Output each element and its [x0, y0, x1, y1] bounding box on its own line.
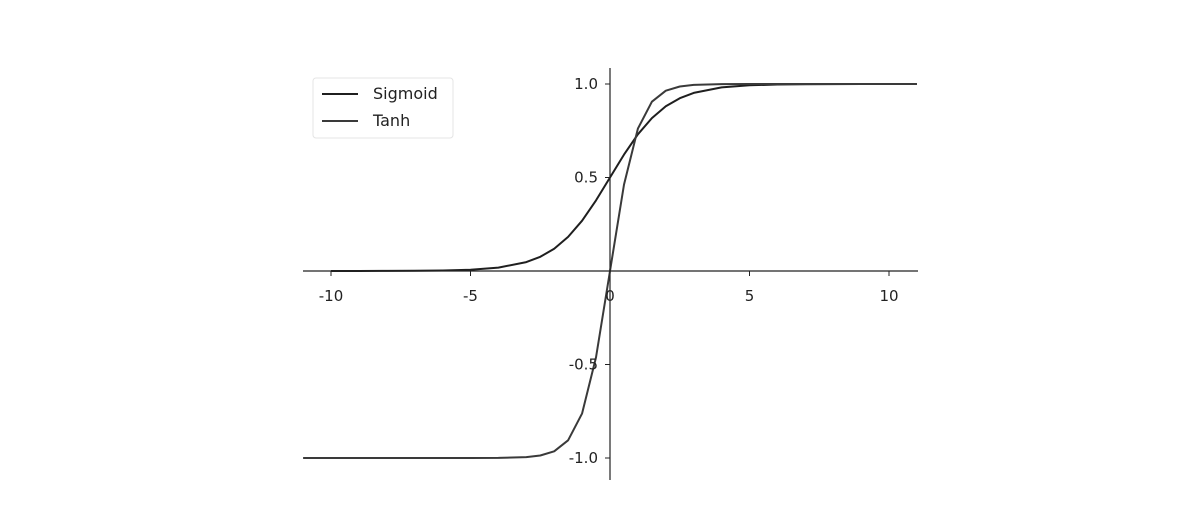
- x-tick-label: 0: [605, 287, 615, 305]
- x-tick-label: 5: [745, 287, 755, 305]
- x-tick-label: -5: [463, 287, 478, 305]
- x-tick-label: -10: [319, 287, 344, 305]
- legend: Sigmoid Tanh: [312, 77, 454, 139]
- legend-label-sigmoid: Sigmoid: [373, 84, 438, 103]
- tick-marks: [330, 83, 890, 459]
- y-tick-label: -1.0: [569, 449, 598, 467]
- tick-labels: -10 -5 0 5 10 -1.0 -0.5 0.5 1.0: [319, 75, 899, 467]
- legend-label-tanh: Tanh: [372, 111, 410, 130]
- y-tick-label: -0.5: [569, 356, 598, 374]
- y-tick-label: 0.5: [574, 169, 598, 187]
- y-tick-label: 1.0: [574, 75, 598, 93]
- x-tick-label: 10: [879, 287, 898, 305]
